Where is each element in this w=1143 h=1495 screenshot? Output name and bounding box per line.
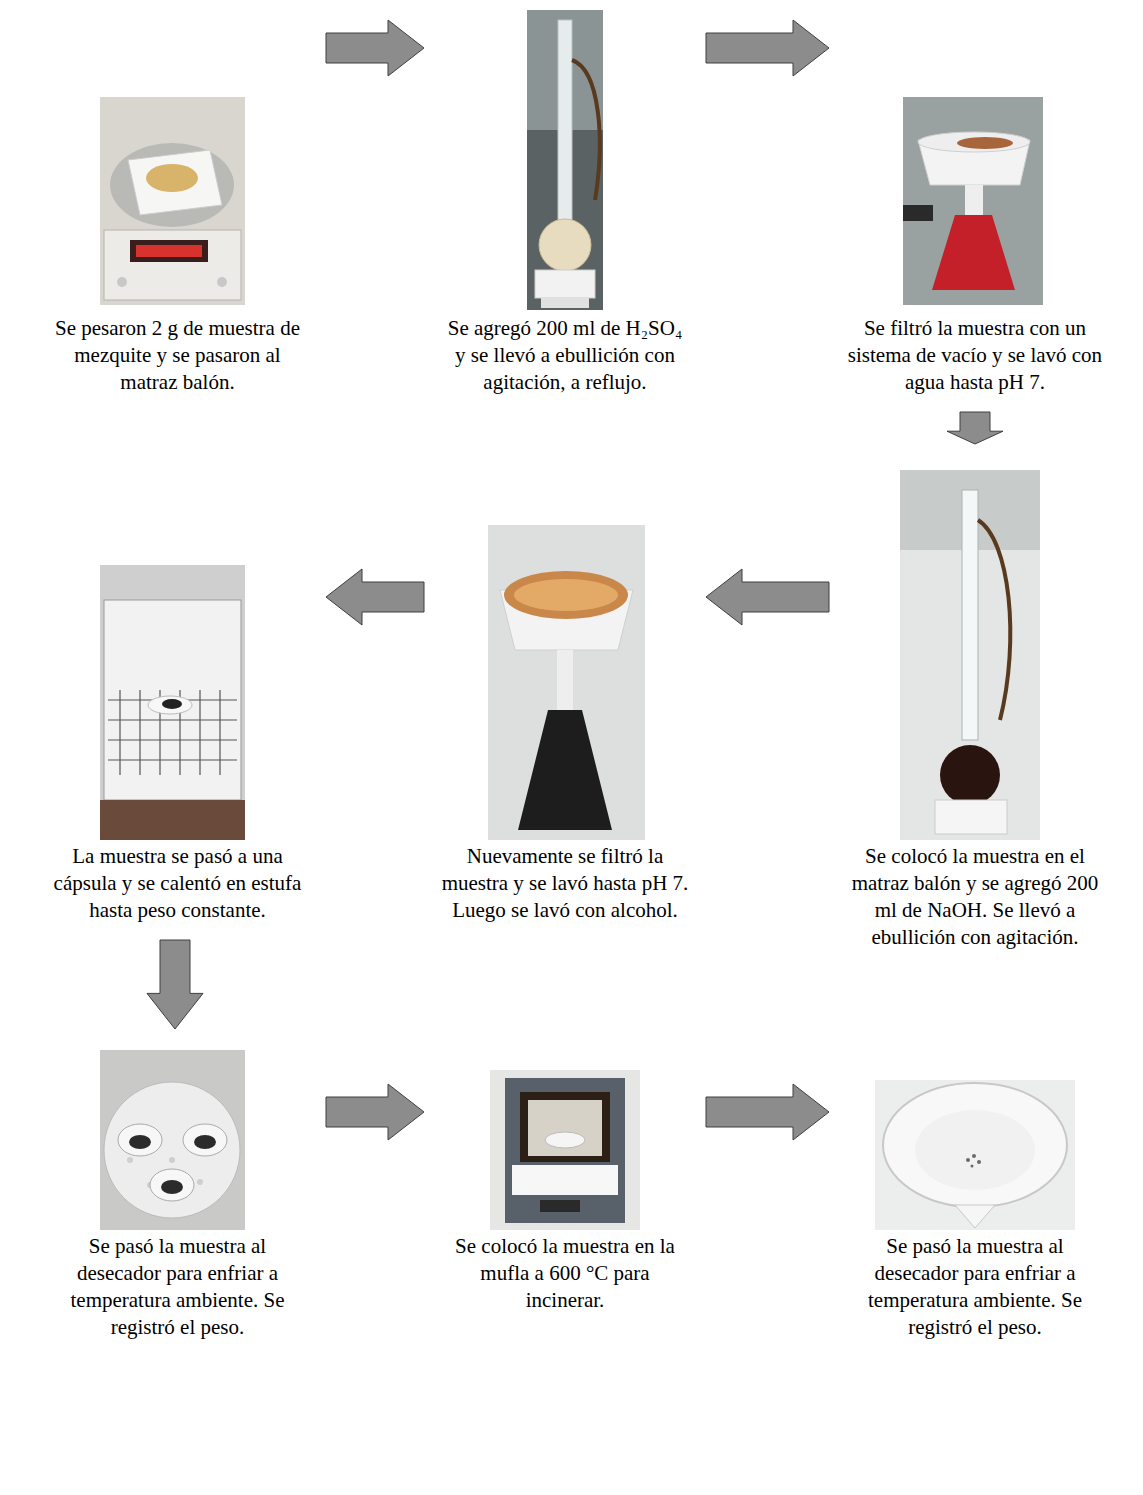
muffle-photo xyxy=(490,1070,640,1230)
vacuum-filter-photo xyxy=(488,525,645,840)
vacuum-filter-photo xyxy=(903,97,1043,305)
step-caption: Se pasó la muestra al desecador para enf… xyxy=(845,1233,1105,1341)
block-arrow xyxy=(326,1084,424,1140)
process-step: Se agregó 200 ml de H₂SO₄ y se llevó a e… xyxy=(440,10,690,396)
balance-photo xyxy=(100,97,245,305)
process-step: Se pasó la muestra al desecador para enf… xyxy=(845,1045,1105,1341)
step-caption: Se colocó la muestra en la mufla a 600 °… xyxy=(440,1233,690,1314)
step-caption: La muestra se pasó a una cápsula y se ca… xyxy=(45,843,310,924)
process-step: Se colocó la muestra en la mufla a 600 °… xyxy=(440,1045,690,1314)
step-caption: Se filtró la muestra con un sistema de v… xyxy=(845,315,1105,396)
block-arrow xyxy=(706,1084,829,1140)
process-step: Se pesaron 2 g de muestra de mezquite y … xyxy=(45,10,310,396)
block-arrow xyxy=(326,569,424,625)
oven-photo xyxy=(100,565,245,840)
process-step: Se filtró la muestra con un sistema de v… xyxy=(845,10,1105,396)
step-caption: Se agregó 200 ml de H₂SO₄ y se llevó a e… xyxy=(440,315,690,396)
reflux-photo xyxy=(900,470,1040,840)
step-caption: Se pasó la muestra al desecador para enf… xyxy=(45,1233,310,1341)
step-caption: Nuevamente se filtró la muestra y se lav… xyxy=(440,843,690,924)
reflux-photo xyxy=(527,10,603,310)
step-caption: Se pesaron 2 g de muestra de mezquite y … xyxy=(45,315,310,396)
step-caption: Se colocó la muestra en el matraz balón … xyxy=(845,843,1105,951)
desiccator-photo xyxy=(100,1050,245,1230)
process-step: Nuevamente se filtró la muestra y se lav… xyxy=(440,460,690,924)
process-step: Se pasó la muestra al desecador para enf… xyxy=(45,1045,310,1341)
block-arrow xyxy=(147,940,203,1029)
block-arrow xyxy=(706,20,829,76)
process-step: La muestra se pasó a una cápsula y se ca… xyxy=(45,460,310,924)
process-step: Se colocó la muestra en el matraz balón … xyxy=(845,460,1105,951)
block-arrow xyxy=(326,20,424,76)
block-arrow xyxy=(706,569,829,625)
block-arrow xyxy=(947,412,1003,444)
capsule-photo xyxy=(875,1080,1075,1230)
